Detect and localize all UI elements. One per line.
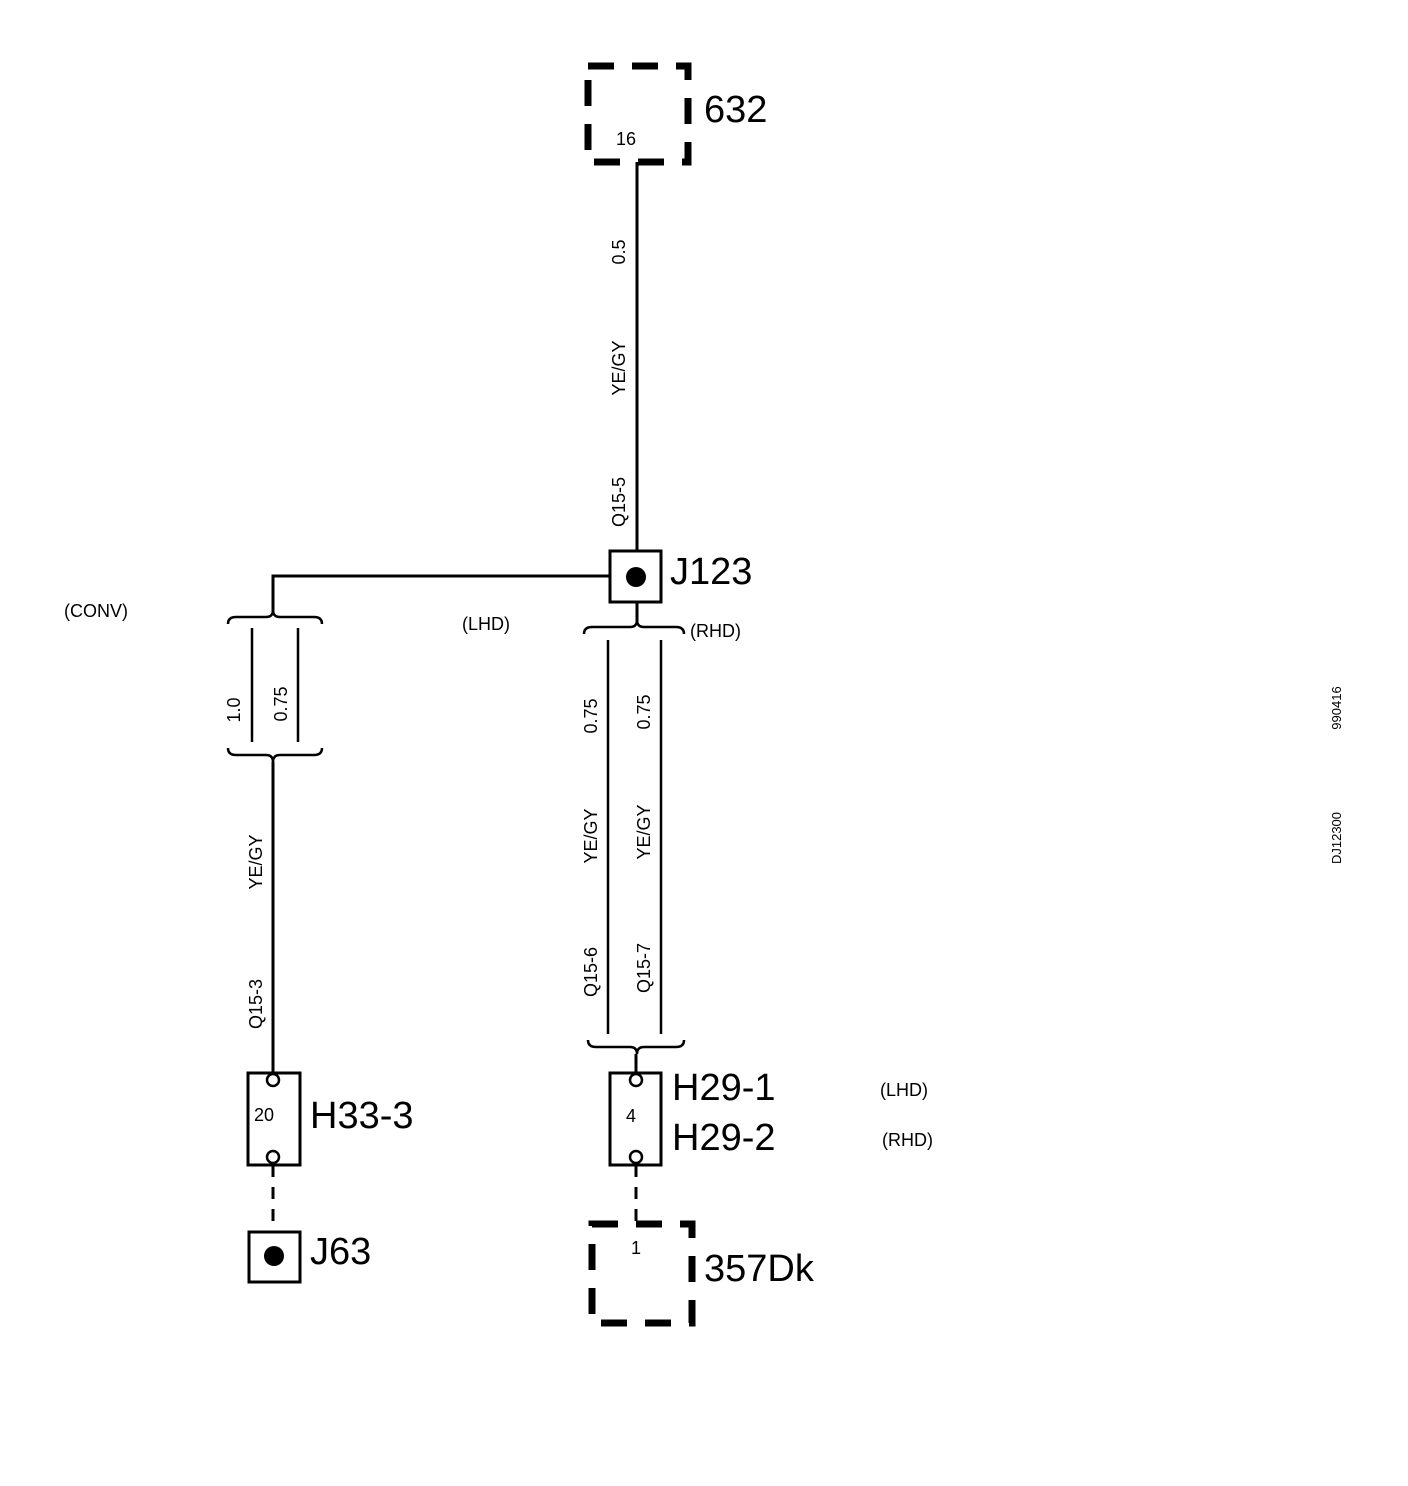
connector-h29-2-label: H29-2 [672, 1117, 776, 1159]
connector-h29-2-variant: (RHD) [882, 1130, 933, 1150]
wire-conv-color: YE/GY [246, 834, 266, 889]
component-357dk-label: 357Dk [704, 1248, 815, 1290]
variant-lhd-label: (LHD) [462, 614, 510, 634]
brace-lhd-rhd-bottom [586, 1039, 686, 1055]
wire-rhd-size: 0.75 [634, 694, 654, 729]
connector-h29-1-variant: (LHD) [880, 1080, 928, 1100]
connector-h33-3-pin: 20 [254, 1105, 274, 1125]
component-632-box [584, 62, 692, 166]
code-drawing: DJ12300 [1329, 812, 1344, 864]
component-357dk-box [588, 1220, 696, 1327]
wire-lhd-id: Q15-6 [581, 947, 601, 997]
wire-lhd-color: YE/GY [581, 808, 601, 863]
wire-conv-size1: 1.0 [224, 697, 244, 722]
connector-h29-pin: 4 [626, 1106, 636, 1126]
wire-main-color: YE/GY [609, 340, 629, 395]
wire-branch-left [271, 574, 610, 612]
brace-conv-top [226, 609, 324, 625]
component-632: 16 632 [584, 62, 767, 166]
wire-lhd-size: 0.75 [581, 698, 601, 733]
connector-h29: 4 H29-1 H29-2 (LHD) (RHD) [608, 1067, 933, 1167]
brace-lhd-rhd-top [582, 619, 686, 635]
connector-h29-pin-top [628, 1072, 644, 1088]
wire-conv-size2: 0.75 [271, 686, 291, 721]
brace-conv-bottom [226, 747, 324, 763]
wire-rhd-id: Q15-7 [634, 943, 654, 993]
variant-rhd-label: (RHD) [690, 621, 741, 641]
connector-h29-pin-bottom [628, 1149, 644, 1165]
splice-j63-label: J63 [310, 1231, 371, 1273]
connector-h33-3-pin-bottom [265, 1149, 281, 1165]
wire-rhd-color: YE/GY [634, 804, 654, 859]
splice-j123: J123 [608, 549, 752, 604]
wire-main-size: 0.5 [609, 239, 629, 264]
connector-h29-1-label: H29-1 [672, 1067, 776, 1109]
connector-h33-3-label: H33-3 [310, 1095, 414, 1137]
wire-main-id: Q15-5 [609, 477, 629, 527]
splice-j63-dot [264, 1246, 284, 1266]
code-date: 990416 [1329, 686, 1344, 729]
splice-j123-dot [626, 567, 646, 587]
splice-j63: J63 [247, 1230, 371, 1284]
component-357dk-pin: 1 [631, 1238, 641, 1258]
component-632-pin: 16 [616, 129, 636, 149]
component-357dk: 1 357Dk [588, 1220, 815, 1327]
variant-conv-label: (CONV) [64, 601, 128, 621]
splice-j123-label: J123 [670, 551, 752, 593]
connector-h33-3-pin-top [265, 1072, 281, 1088]
wire-conv-id: Q15-3 [246, 979, 266, 1029]
component-632-label: 632 [704, 89, 767, 131]
connector-h33-3: 20 H33-3 [246, 1071, 414, 1167]
